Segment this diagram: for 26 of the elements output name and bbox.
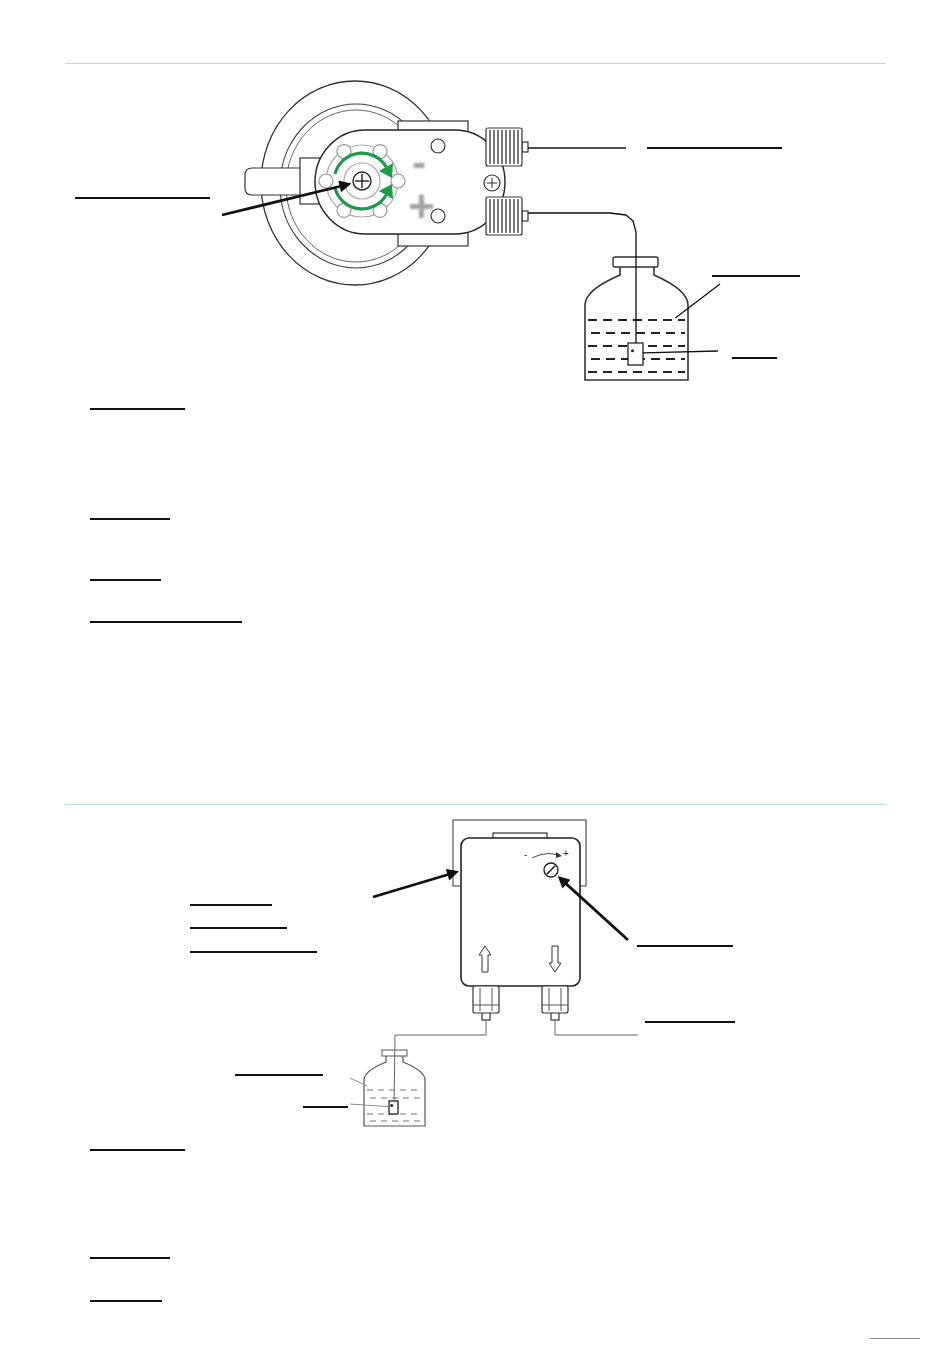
leader-line <box>349 1077 368 1087</box>
hose-fitting <box>541 985 569 1021</box>
hose <box>393 1019 487 1102</box>
plus-sign: + <box>563 850 569 858</box>
minus-sign: - <box>524 851 528 859</box>
suction-filter <box>627 342 644 366</box>
adjusting-screw <box>543 862 559 878</box>
arrow <box>557 876 629 942</box>
plus-sign: + <box>408 188 435 225</box>
screw-head <box>352 171 372 191</box>
hose-fitting <box>485 127 529 167</box>
liquid <box>587 319 686 373</box>
leader-line <box>349 1103 390 1108</box>
suction-filter <box>388 1100 399 1115</box>
pump-housing <box>460 837 581 987</box>
hose-fitting <box>485 196 529 236</box>
leader-line <box>674 283 721 319</box>
leader-line <box>642 350 719 354</box>
minus-sign: - <box>412 146 426 180</box>
hose <box>527 212 637 344</box>
leader-line <box>527 147 627 149</box>
arrow <box>372 868 460 899</box>
hose-fitting <box>472 985 500 1021</box>
liquid <box>366 1089 423 1122</box>
hose <box>554 1019 639 1036</box>
arrow <box>221 180 352 217</box>
